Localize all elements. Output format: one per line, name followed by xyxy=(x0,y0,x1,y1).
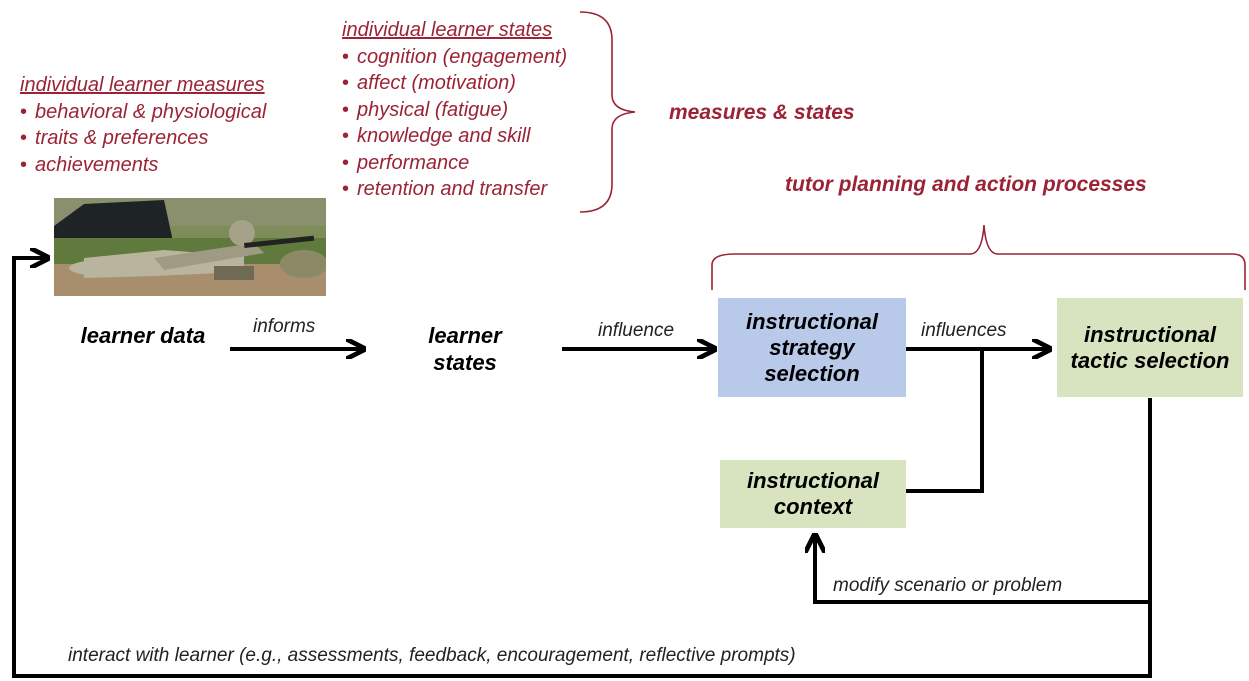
learner-measures-header: individual learner measures xyxy=(20,74,265,96)
list-item: retention and transfer xyxy=(342,176,567,203)
soldier-photo xyxy=(54,198,326,296)
list-item: traits & preferences xyxy=(20,125,266,152)
tactic-selection-box: instructional tactic selection xyxy=(1057,298,1243,397)
tutor-planning-label: tutor planning and action processes xyxy=(785,173,1147,196)
influence-label: influence xyxy=(598,320,675,341)
tutor-brace xyxy=(711,224,1246,290)
learner-states-node: learner states xyxy=(428,323,502,375)
learner-measures-list: individual learner measures behavioral &… xyxy=(20,72,266,178)
influences-label: influences xyxy=(921,320,1007,341)
list-item: behavioral & physiological xyxy=(20,99,266,126)
instructional-context-box: instructional context xyxy=(720,460,906,528)
list-item: physical (fatigue) xyxy=(342,97,567,124)
states-brace xyxy=(579,11,636,213)
list-item: knowledge and skill xyxy=(342,123,567,150)
modify-arrow xyxy=(815,398,1152,604)
interact-label: interact with learner (e.g., assessments… xyxy=(68,645,796,666)
learner-states-list: individual learner states cognition (eng… xyxy=(342,17,567,203)
strategy-selection-box: instructional strategy selection xyxy=(718,298,906,397)
learner-states-header: individual learner states xyxy=(342,19,553,41)
list-item: cognition (engagement) xyxy=(342,44,567,71)
list-item: performance xyxy=(342,150,567,177)
interact-arrow xyxy=(12,258,1152,678)
informs-label: informs xyxy=(253,316,316,337)
learner-data-node: learner data xyxy=(80,323,206,348)
list-item: affect (motivation) xyxy=(342,70,567,97)
list-item: achievements xyxy=(20,152,266,179)
context-link-line xyxy=(906,349,984,493)
modify-label: modify scenario or problem xyxy=(833,575,1063,596)
measures-states-label: measures & states xyxy=(669,101,855,124)
